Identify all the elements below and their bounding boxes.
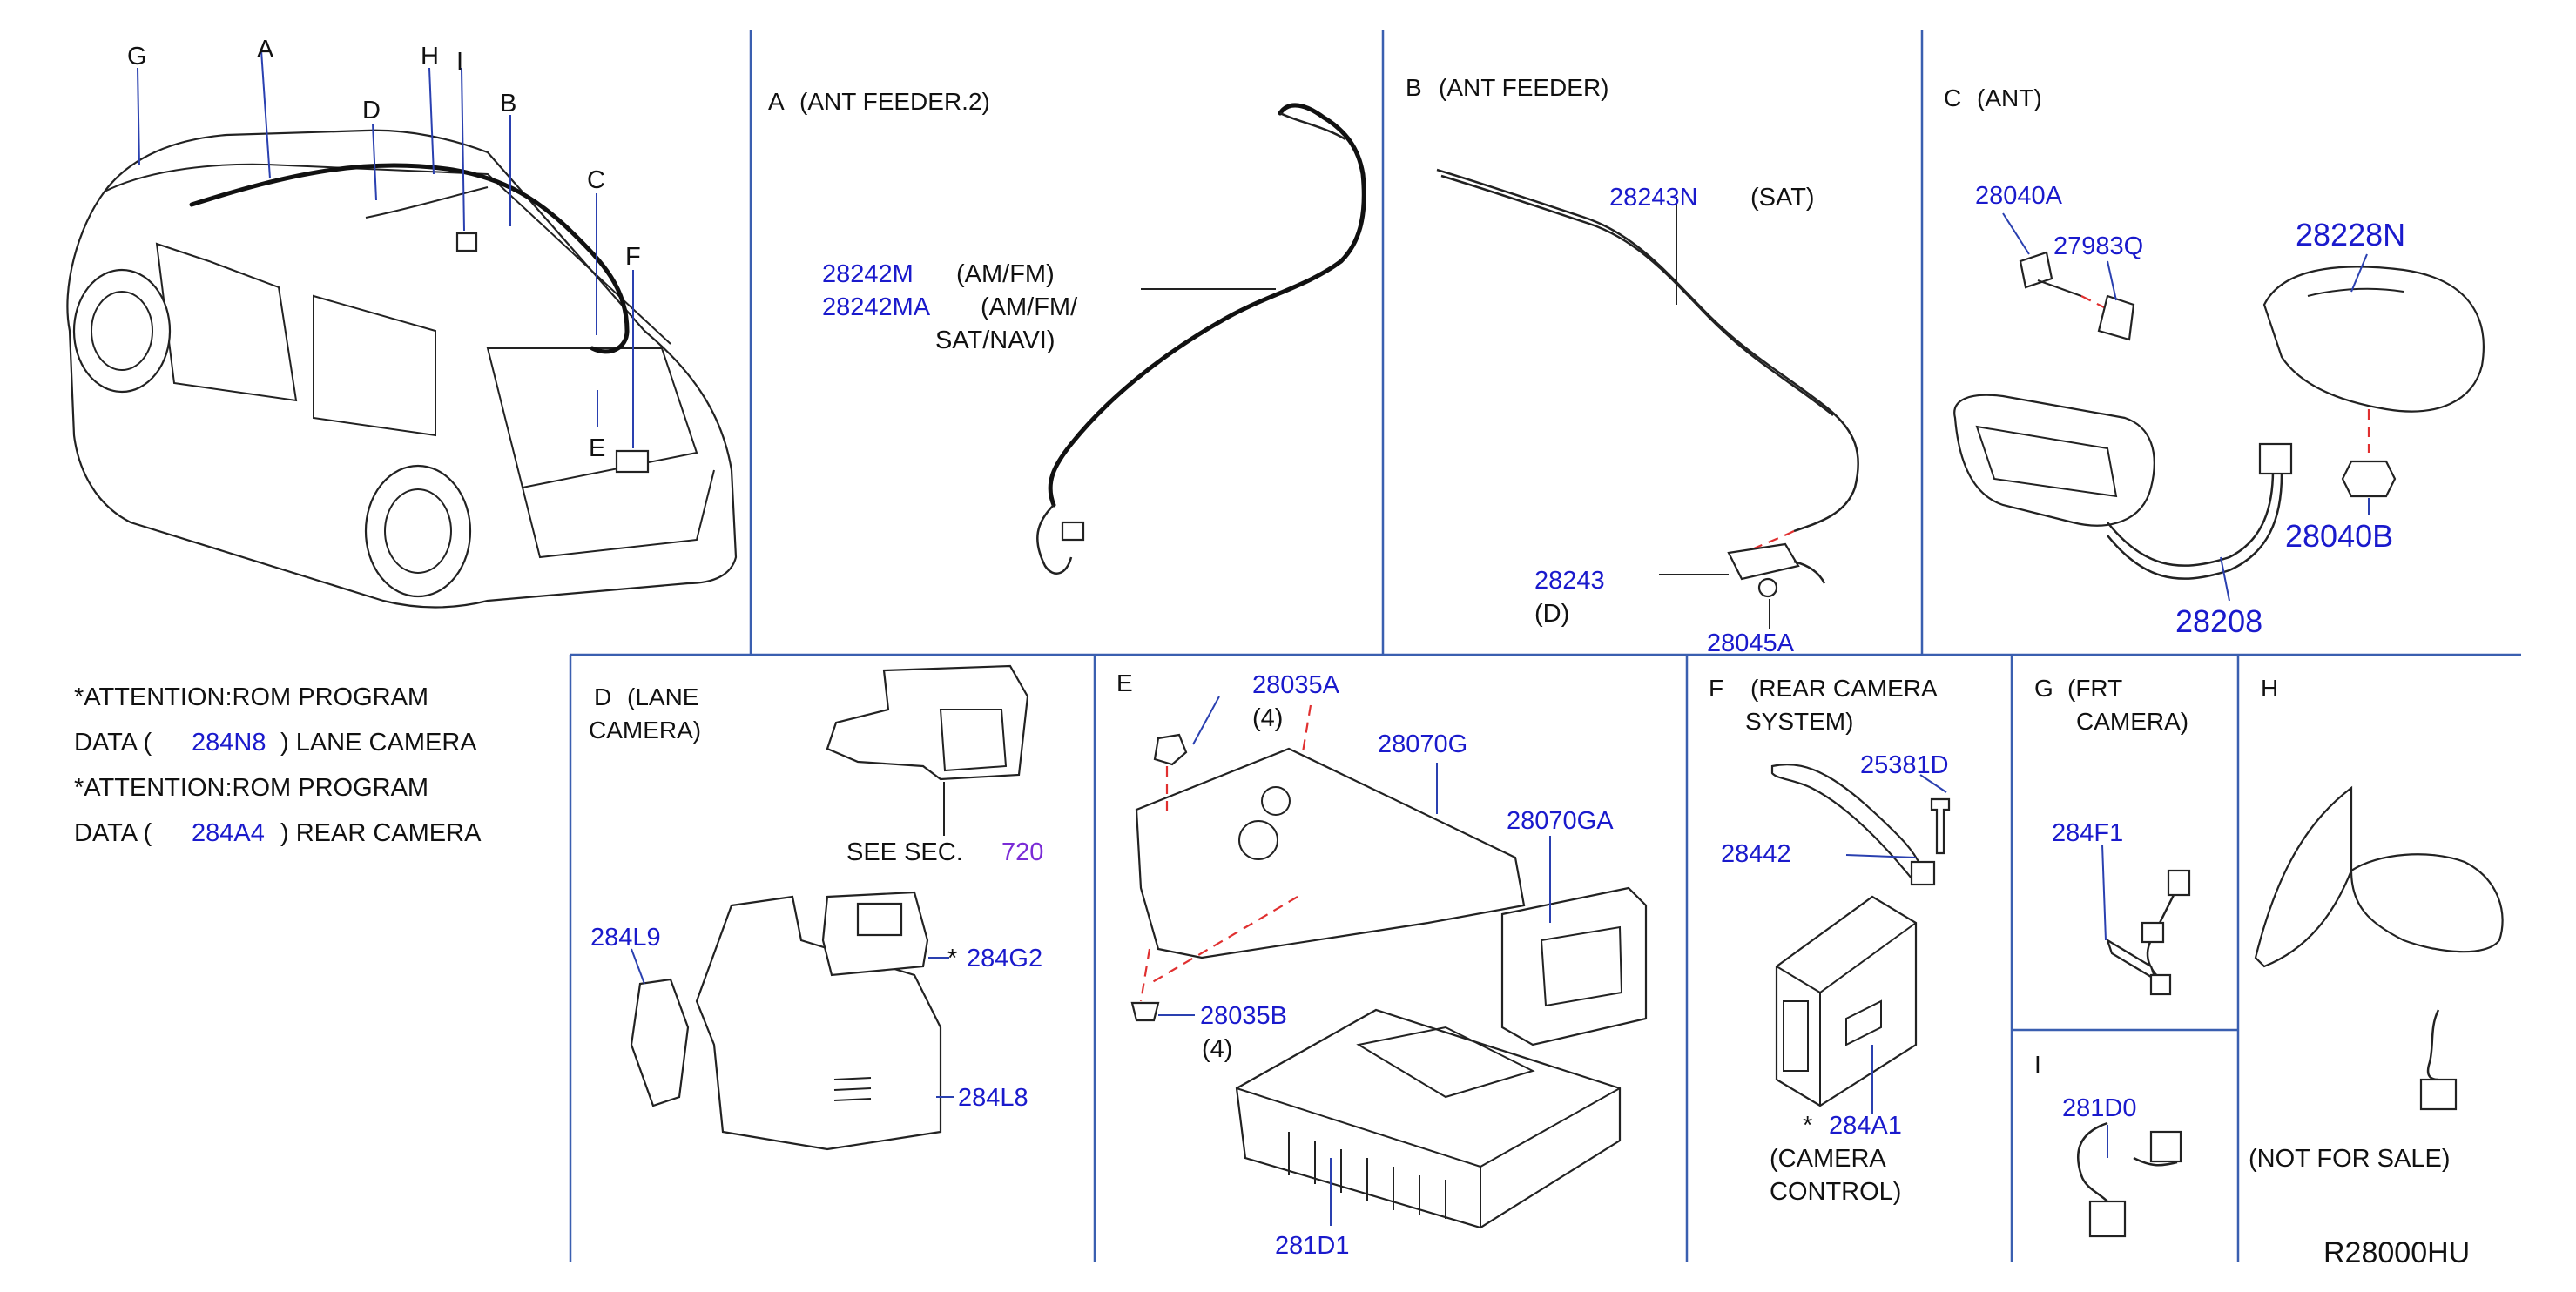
part-27983q: 27983Q — [2053, 232, 2143, 260]
attention-line-4-prefix: DATA ( — [74, 819, 152, 847]
callout-d: D — [362, 97, 381, 124]
attention-line-2-suffix: ) LANE CAMERA — [280, 729, 477, 757]
section-d: D (LANE CAMERA) SEE SEC. 720 284L9 * 284… — [589, 664, 1043, 1151]
section-b-title: (ANT FEEDER) — [1439, 74, 1609, 101]
part-284a1-desc-1: (CAMERA — [1770, 1145, 1886, 1173]
section-g-title-1: (FRT — [2067, 675, 2122, 702]
part-28040a: 28040A — [1975, 182, 2063, 210]
section-d-letter: D — [594, 683, 611, 710]
attention-line-2-prefix: DATA ( — [74, 729, 152, 757]
part-25381d: 25381D — [1860, 751, 1949, 779]
part-28242m-desc: (AM/FM) — [956, 260, 1055, 288]
part-28035a: 28035A — [1252, 671, 1340, 699]
callout-c: C — [587, 166, 605, 194]
part-28242ma-desc-1: (AM/FM/ — [981, 293, 1078, 321]
callout-h: H — [421, 43, 439, 71]
part-28070g: 28070G — [1378, 730, 1467, 758]
attention-lane-camera-code: 284N8 — [192, 729, 266, 757]
section-ref-720: 720 — [1001, 838, 1043, 866]
section-c-title: (ANT) — [1977, 84, 2042, 111]
part-284g2-marker: * — [947, 945, 957, 972]
attention-line-1: *ATTENTION:ROM PROGRAM — [74, 683, 428, 711]
panel-separators — [569, 30, 2521, 1262]
vehicle-overview — [66, 50, 738, 609]
section-a-title: (ANT FEEDER.2) — [799, 88, 990, 115]
section-e: E 28035A (4) 28070G 28070GA 28035B (4) 2… — [1116, 670, 1648, 1260]
section-f-title-2: SYSTEM) — [1745, 708, 1853, 735]
part-28035a-qty: (4) — [1252, 704, 1283, 732]
part-28242m: 28242M — [822, 260, 914, 288]
part-28035b-qty: (4) — [1202, 1035, 1232, 1063]
section-b-letter: B — [1406, 74, 1422, 101]
part-28243n: 28243N — [1609, 184, 1698, 212]
part-28243n-desc: (SAT) — [1750, 184, 1815, 212]
vehicle-callout-labels: G A D H I B C F E — [127, 36, 641, 462]
section-g: G (FRT CAMERA) 284F1 — [2034, 675, 2191, 996]
section-c: C (ANT) 28040A 27983Q 28228N 28040B 2820… — [1944, 84, 2485, 639]
section-d-title-1: (LANE — [627, 683, 698, 710]
see-sec-label: SEE SEC. — [846, 838, 963, 866]
callout-a: A — [257, 36, 274, 64]
part-281d0: 281D0 — [2062, 1094, 2136, 1122]
part-284a1: 284A1 — [1829, 1112, 1902, 1140]
diagram-code: R28000HU — [2323, 1236, 2470, 1269]
part-28035b: 28035B — [1200, 1002, 1287, 1030]
part-28045a: 28045A — [1707, 629, 1795, 657]
part-284l9: 284L9 — [590, 924, 661, 952]
section-h: H (NOT FOR SALE) — [2249, 675, 2504, 1173]
part-284f1: 284F1 — [2052, 819, 2123, 847]
section-g-letter: G — [2034, 675, 2053, 702]
part-284g2: 284G2 — [967, 945, 1042, 972]
section-g-title-2: CAMERA) — [2076, 708, 2188, 735]
part-281d1: 281D1 — [1275, 1232, 1349, 1260]
part-28228n: 28228N — [2296, 217, 2405, 252]
section-f-title-1: (REAR CAMERA — [1750, 675, 1938, 702]
attention-notes: *ATTENTION:ROM PROGRAM DATA ( 284N8 ) LA… — [74, 683, 482, 847]
part-28243: 28243 — [1534, 567, 1605, 595]
callout-b: B — [500, 90, 516, 118]
attention-line-4-suffix: ) REAR CAMERA — [280, 819, 482, 847]
attention-rear-camera-code: 284A4 — [192, 819, 265, 847]
part-28442: 28442 — [1721, 840, 1791, 868]
part-284a1-marker: * — [1803, 1112, 1812, 1140]
callout-f: F — [625, 243, 641, 271]
callout-i: I — [456, 48, 463, 76]
section-h-letter: H — [2261, 675, 2278, 702]
attention-line-3: *ATTENTION:ROM PROGRAM — [74, 774, 428, 802]
part-28040b: 28040B — [2285, 518, 2393, 554]
part-28242ma: 28242MA — [822, 293, 931, 321]
part-28208: 28208 — [2175, 603, 2262, 639]
section-c-letter: C — [1944, 84, 1961, 111]
section-i: I 281D0 — [2034, 1051, 2182, 1238]
part-284l8: 284L8 — [958, 1084, 1028, 1112]
section-e-letter: E — [1116, 670, 1133, 696]
section-f-letter: F — [1709, 675, 1723, 702]
part-284a1-desc-2: CONTROL) — [1770, 1178, 1901, 1206]
section-f: F (REAR CAMERA SYSTEM) 25381D 28442 * 28… — [1709, 675, 1951, 1206]
part-28070ga: 28070GA — [1507, 807, 1614, 835]
callout-g: G — [127, 43, 147, 71]
not-for-sale-label: (NOT FOR SALE) — [2249, 1145, 2451, 1173]
callout-e: E — [589, 434, 605, 462]
section-b: B (ANT FEEDER) 28243N (SAT) 28243 (D) 28… — [1406, 74, 1859, 657]
part-28242ma-desc-2: SAT/NAVI) — [935, 326, 1055, 354]
section-a-letter: A — [768, 88, 785, 115]
part-28243-desc: (D) — [1534, 600, 1569, 628]
section-a: A (ANT FEEDER.2) 28242M (AM/FM) 28242MA … — [768, 88, 1366, 575]
section-d-title-2: CAMERA) — [589, 717, 701, 744]
section-i-letter: I — [2034, 1051, 2041, 1078]
